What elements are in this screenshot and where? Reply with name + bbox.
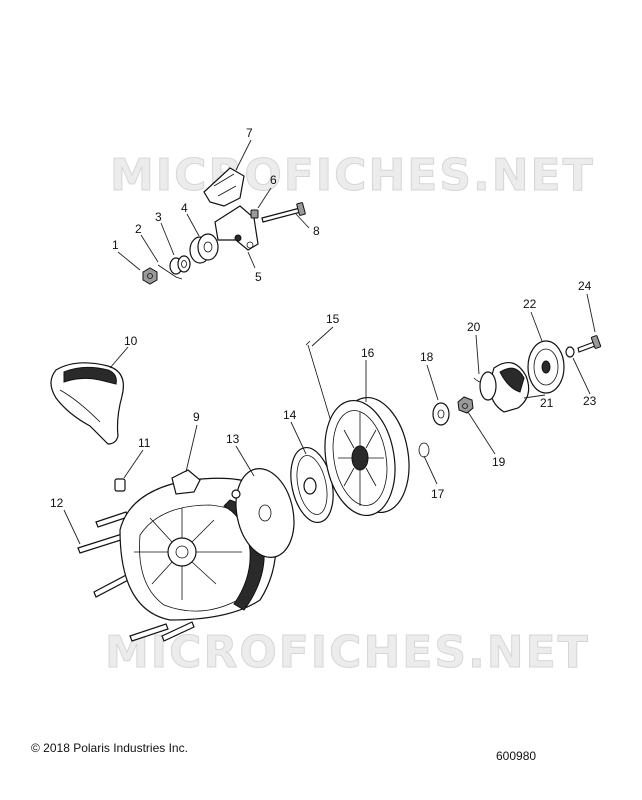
callout-17: 17 (431, 487, 445, 501)
part-3-bushing (169, 255, 191, 275)
callout-6: 6 (270, 173, 277, 187)
callout-18: 18 (420, 350, 434, 364)
part-12-bolts (77, 511, 195, 642)
part-16-sheave (324, 396, 410, 517)
part-15-rope (305, 340, 333, 426)
callout-24: 24 (578, 279, 592, 293)
callout-numbers: 1 2 3 4 5 6 7 8 9 10 11 12 13 14 15 16 1… (50, 126, 597, 510)
callout-8: 8 (313, 224, 320, 238)
part-24-bolt (577, 335, 602, 353)
callout-23: 23 (583, 394, 597, 408)
watermark-bottom: MICROFICHES.NET (105, 627, 590, 678)
callout-4: 4 (181, 201, 188, 215)
callout-11: 11 (138, 436, 151, 450)
part-4-pulley (189, 233, 219, 264)
part-21-ratchet (479, 361, 530, 413)
callout-20: 20 (467, 320, 481, 334)
callout-16: 16 (361, 346, 375, 360)
callout-22: 22 (523, 297, 537, 311)
part-6-pin (250, 209, 259, 219)
drawing-number: 600980 (496, 749, 537, 763)
callout-7: 7 (246, 126, 253, 140)
leader-lines (63, 139, 596, 545)
part-7-pawl (203, 167, 245, 207)
part-10-handle (50, 362, 124, 445)
part-22-cover (527, 340, 565, 394)
part-11-insert (114, 478, 126, 492)
callout-3: 3 (155, 210, 162, 224)
callout-12: 12 (50, 496, 64, 510)
callout-15: 15 (326, 312, 340, 326)
part-17-clip (418, 442, 430, 458)
part-5-bracket (214, 205, 259, 251)
part-14-spring (290, 446, 334, 524)
callout-21: 21 (540, 396, 554, 410)
part-1-nut (142, 267, 158, 285)
callout-2: 2 (135, 222, 142, 236)
callout-10: 10 (124, 334, 138, 348)
callout-9: 9 (193, 410, 200, 424)
callout-13: 13 (226, 432, 240, 446)
watermark-top: MICROFICHES.NET (110, 150, 595, 201)
callout-19: 19 (492, 455, 506, 469)
callout-14: 14 (283, 408, 297, 422)
callout-1: 1 (112, 238, 119, 252)
part-18-washer (432, 402, 450, 426)
part-2-spring-pin (157, 264, 183, 280)
copyright-text: © 2018 Polaris Industries Inc. (31, 741, 188, 755)
callout-5: 5 (255, 270, 262, 284)
part-13-plate (231, 468, 295, 558)
part-19-nut (457, 396, 474, 414)
part-8-bolt (261, 202, 306, 223)
part-23-washer (565, 346, 575, 358)
